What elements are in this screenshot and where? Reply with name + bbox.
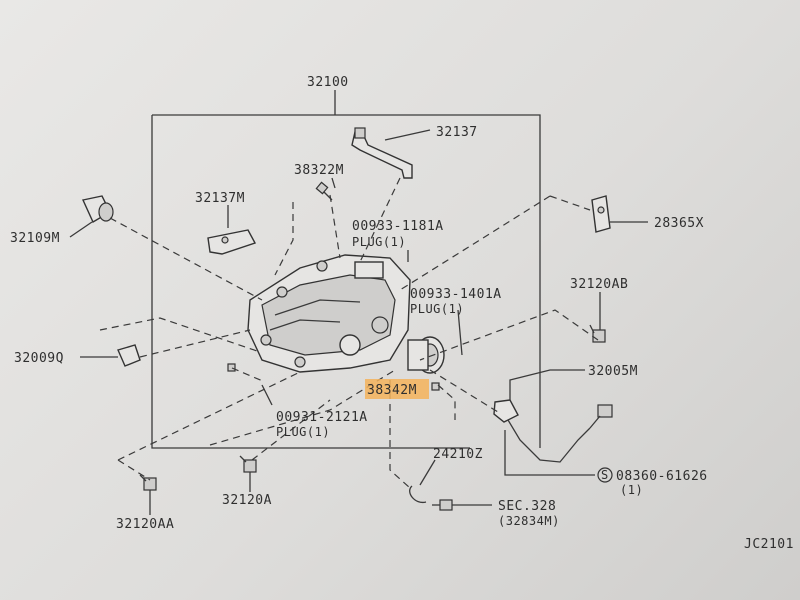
label-bolt-bottom-left: 32120AA: [116, 517, 174, 532]
leader-plug-mid: [457, 309, 463, 356]
leader-clip-bottom: [419, 459, 436, 486]
label-seal-highlight: 38342M: [367, 383, 417, 398]
label-sec-ref: SEC.328: [498, 499, 556, 514]
label-sec-sub: (32834M): [498, 514, 560, 528]
leader-bolt-top: [331, 177, 336, 189]
leader-bracket-top: [384, 129, 431, 141]
screw-symbol: [597, 467, 613, 483]
label-sensor: 32005M: [588, 364, 638, 379]
label-plug-mid-part: 00933-1401A: [410, 287, 502, 302]
bolt-sec: [432, 499, 453, 511]
plug-mid-part: [431, 382, 440, 391]
shaft-left: [82, 195, 114, 223]
bolt-bottom-left: [139, 474, 157, 491]
label-bolt-top: 38322M: [294, 163, 344, 178]
label-screw-ref: 08360-61626: [616, 469, 708, 484]
diagram-code: JC2101: [744, 537, 794, 552]
label-shaft-left: 32109M: [10, 231, 60, 246]
label-screw-qty: (1): [620, 483, 643, 497]
sensor: [493, 399, 613, 463]
assembly-frame: [152, 114, 541, 196]
clip-left: [117, 344, 141, 367]
bracket-left: [207, 229, 257, 255]
label-plug-mid-text: PLUG(1): [410, 302, 464, 316]
label-clip-left: 32009Q: [14, 351, 64, 366]
label-bolt-right: 32120AB: [570, 277, 628, 292]
leader-sensor: [509, 369, 585, 400]
assembly-dashed-lines: [99, 177, 599, 489]
label-bracket-left: 32137M: [195, 191, 245, 206]
label-bracket-right: 28365X: [654, 216, 704, 231]
label-plug-bottom-part: 00931-2121A: [276, 410, 368, 425]
bracket-right: [591, 195, 611, 233]
label-plug-bottom-text: PLUG(1): [276, 425, 330, 439]
screw-prefix: S: [601, 468, 609, 482]
assembly-frame-side: [151, 115, 430, 449]
clip-bottom: [409, 485, 427, 504]
label-plug-top-text: PLUG(1): [352, 235, 406, 249]
label-plug-top-part: 00933-1181A: [352, 219, 444, 234]
oil-seal: [407, 336, 445, 374]
bracket-top: [351, 127, 413, 179]
plug-bottom-part: [227, 363, 236, 372]
transfer-case-body: [247, 254, 411, 373]
label-clip-bottom: 24210Z: [433, 447, 483, 462]
label-bracket-top: 32137: [436, 125, 478, 140]
label-bolt-bottom: 32120A: [222, 493, 272, 508]
label-main-assembly: 32100: [307, 75, 349, 90]
leader-plug-bottom: [261, 384, 273, 406]
bolt-top: [315, 181, 333, 201]
highlight-38342M: [365, 379, 429, 399]
leader-shaft-left: [69, 221, 93, 238]
leader-screw: [504, 430, 595, 476]
